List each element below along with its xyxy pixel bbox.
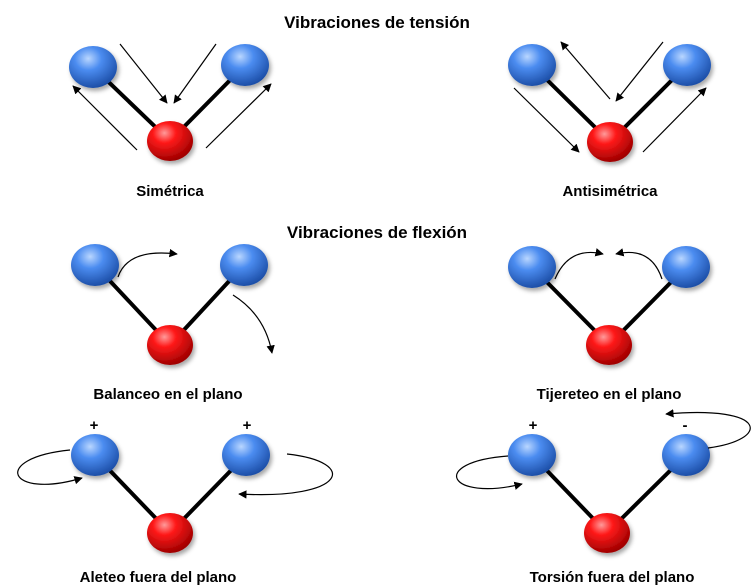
central-atom	[147, 121, 193, 161]
mode-rocking: Balanceo en el plano	[71, 244, 275, 403]
central-atom	[586, 325, 632, 365]
mode-antisymmetric-stretch: Antisimétrica	[508, 41, 711, 200]
label-twisting: Torsión fuera del plano	[530, 569, 695, 585]
outer-atom	[662, 434, 710, 476]
curved-arrow	[554, 248, 604, 280]
arrow	[513, 87, 580, 153]
curved-arrow	[665, 409, 751, 449]
sign-left: +	[90, 417, 99, 434]
outer-atom	[71, 244, 119, 286]
outer-atom	[221, 44, 269, 86]
label-antisymmetric: Antisimétrica	[562, 183, 658, 200]
outer-atom	[663, 44, 711, 86]
central-atom	[587, 122, 633, 162]
sign-left: +	[529, 417, 538, 434]
outer-atom	[69, 46, 117, 88]
sign-right: +	[243, 417, 252, 434]
arrow	[173, 43, 217, 104]
curved-arrow	[615, 248, 663, 280]
arrow	[72, 85, 138, 151]
central-atom	[147, 513, 193, 553]
mode-twisting: + - Torsión fuera del plano	[456, 409, 751, 585]
curved-arrow	[456, 455, 523, 490]
label-scissoring: Tijereteo en el plano	[537, 386, 682, 403]
heading-stretching: Vibraciones de tensión	[284, 13, 470, 32]
arrow	[642, 87, 707, 153]
outer-atom	[220, 244, 268, 286]
outer-atom	[222, 434, 270, 476]
central-atom	[584, 513, 630, 553]
arrow	[615, 41, 664, 102]
outer-atom	[508, 434, 556, 476]
outer-atom	[662, 246, 710, 288]
label-symmetric: Simétrica	[136, 183, 204, 200]
arrow	[119, 43, 168, 104]
label-rocking: Balanceo en el plano	[93, 386, 242, 403]
mode-symmetric-stretch: Simétrica	[69, 43, 272, 200]
sign-right: -	[683, 417, 688, 434]
mode-scissoring: Tijereteo en el plano	[508, 246, 710, 403]
arrow	[205, 83, 272, 149]
central-atom	[147, 325, 193, 365]
arrow	[560, 41, 611, 100]
curved-arrow	[238, 453, 334, 499]
label-wagging: Aleteo fuera del plano	[80, 569, 237, 585]
outer-atom	[508, 246, 556, 288]
curved-arrow	[232, 294, 275, 354]
outer-atom	[71, 434, 119, 476]
curved-arrow	[117, 248, 178, 278]
heading-bending: Vibraciones de flexión	[287, 223, 467, 242]
mode-wagging: + + Aleteo fuera del plano	[17, 417, 334, 585]
curved-arrow	[17, 449, 83, 485]
outer-atom	[508, 44, 556, 86]
